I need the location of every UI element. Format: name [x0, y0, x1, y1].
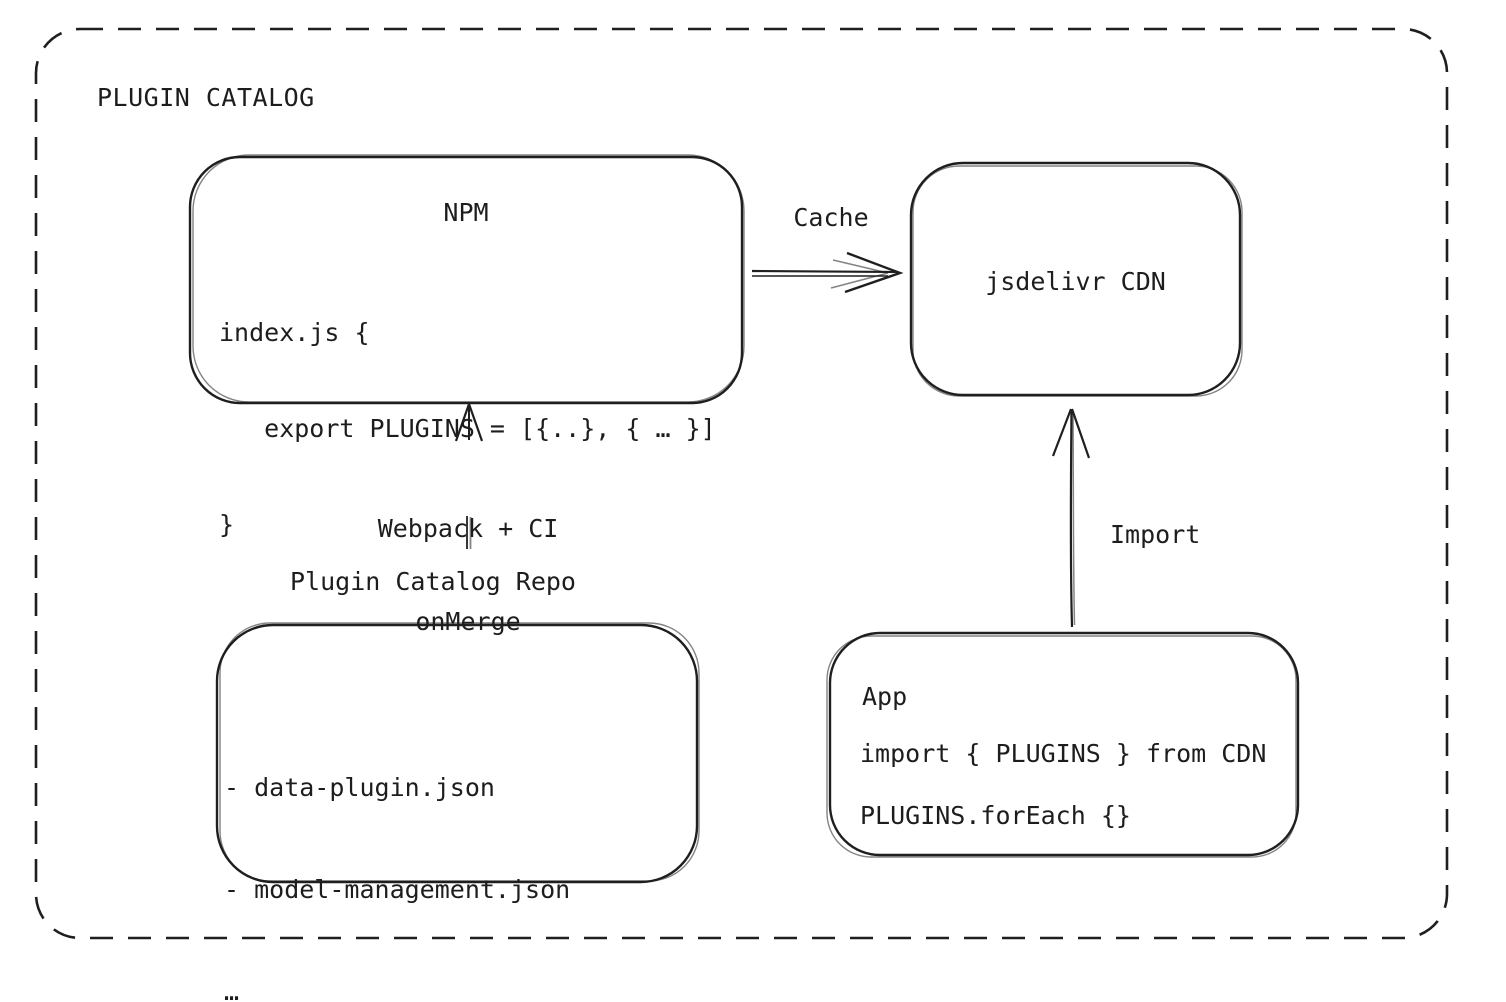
npm-box-sketch-stroke	[192, 154, 745, 403]
build-arrow-label-line1: Webpack + CI	[377, 514, 559, 543]
app-box	[828, 631, 1300, 857]
repo-file-item: …	[224, 977, 240, 1002]
repo-box	[215, 623, 699, 884]
npm-title: NPM	[443, 198, 489, 227]
import-arrow	[1051, 408, 1091, 628]
app-code-import: import { PLUGINS } from CDN	[860, 739, 1267, 768]
app-title: App	[862, 682, 908, 711]
build-arrow-label: Webpack + CI onMerge	[348, 451, 588, 699]
repo-file-item: - data-plugin.json	[224, 773, 495, 802]
repo-heading: Plugin Catalog Repo	[290, 567, 576, 596]
import-arrow-label: Import	[1110, 520, 1201, 549]
cdn-label: jsdelivr CDN	[985, 267, 1166, 296]
build-arrow-label-line2: onMerge	[415, 607, 521, 636]
diagram-title: PLUGIN CATALOG	[97, 83, 315, 112]
npm-code-line: }	[219, 510, 235, 539]
catalog-boundary-box	[34, 27, 1449, 940]
npm-code-line: index.js {	[219, 318, 370, 347]
repo-file-list: - data-plugin.json - model-management.js…	[224, 703, 570, 1002]
cdn-box-sketch-stroke	[912, 165, 1243, 397]
npm-box	[188, 155, 744, 405]
cache-arrow	[751, 251, 904, 294]
build-arrow	[454, 403, 484, 549]
npm-code-line: export PLUGINS = [{..}, { … }]	[219, 414, 716, 443]
app-code-foreach: PLUGINS.forEach {}	[860, 801, 1131, 830]
cache-arrow-label: Cache	[793, 203, 869, 232]
app-box-sketch-stroke	[826, 635, 1297, 858]
npm-code: index.js { export PLUGINS = [{..}, { … }…	[219, 253, 716, 605]
cdn-box	[909, 161, 1242, 397]
repo-file-item: - model-management.json	[224, 875, 571, 904]
repo-box-sketch-stroke	[219, 622, 700, 882]
